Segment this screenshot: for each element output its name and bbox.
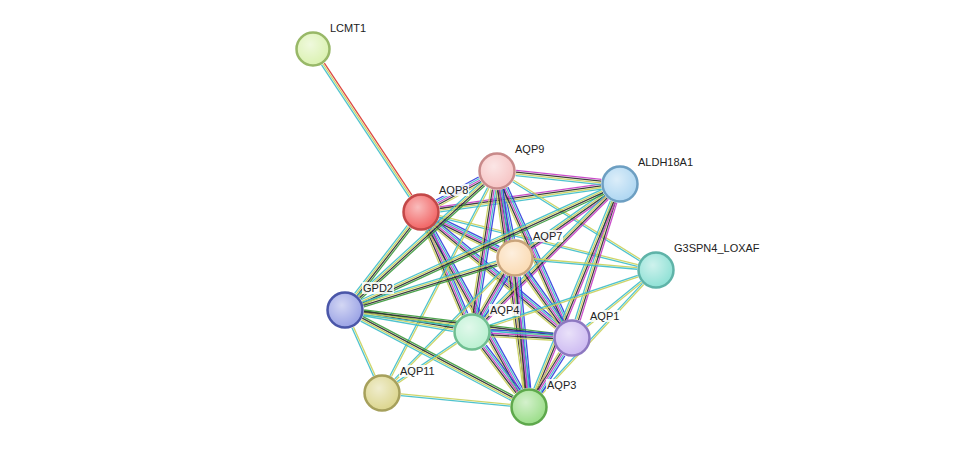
node-circle xyxy=(510,388,548,426)
edge-strand xyxy=(534,260,637,269)
edge-strand xyxy=(485,346,519,391)
node-circle xyxy=(496,239,534,277)
interaction-edge xyxy=(575,201,617,320)
node-label: AQP11 xyxy=(399,365,436,377)
edge-strand xyxy=(363,193,603,303)
edge-strand xyxy=(527,272,562,321)
node-label: ALDH18A1 xyxy=(637,156,694,168)
protein-node: LCMT1 xyxy=(295,31,331,67)
edge-strand xyxy=(578,202,615,320)
edge-strand xyxy=(397,342,456,382)
edge-strand xyxy=(324,63,412,195)
protein-node: ALDH18A1 xyxy=(601,165,639,203)
edge-strand xyxy=(322,65,410,197)
node-circle xyxy=(637,251,675,289)
interaction-edge xyxy=(357,182,484,299)
interaction-edge xyxy=(541,283,643,393)
interaction-edge xyxy=(516,170,602,184)
edge-strand xyxy=(401,394,510,404)
edge-strand xyxy=(516,174,601,183)
edge-strand xyxy=(361,186,485,299)
interaction-edge xyxy=(352,327,375,376)
edge-strand xyxy=(529,272,564,321)
protein-node: AQP8 xyxy=(402,193,440,231)
edge-strand xyxy=(360,184,484,297)
node-label: AQP3 xyxy=(546,379,577,391)
interaction-edge xyxy=(397,342,456,383)
interaction-edge xyxy=(322,63,412,197)
node-circle xyxy=(478,152,516,190)
edge-strand xyxy=(362,191,602,301)
edge-strand xyxy=(361,190,601,300)
edge-strand xyxy=(501,190,528,388)
protein-node: AQP11 xyxy=(363,374,401,412)
edge-strand xyxy=(486,345,520,390)
node-label: AQP1 xyxy=(589,310,620,322)
edge-strand xyxy=(354,327,376,375)
node-label: G3SPN4_LOXAF xyxy=(673,242,761,254)
edge-strand xyxy=(482,348,516,393)
edge-strand xyxy=(587,283,641,327)
protein-node: AQP9 xyxy=(478,152,516,190)
node-label: AQP9 xyxy=(514,143,545,155)
node-label: AQP8 xyxy=(438,184,469,196)
node-label: LCMT1 xyxy=(329,22,367,34)
edge-strand xyxy=(543,285,644,394)
edge-strand xyxy=(491,337,553,341)
node-circle xyxy=(453,313,491,351)
edge-strand xyxy=(586,281,640,325)
protein-node: AQP3 xyxy=(510,388,548,426)
protein-node: AQP7 xyxy=(496,239,534,277)
protein-node: GPD2 xyxy=(326,291,364,329)
edge-strand xyxy=(481,349,515,394)
node-circle xyxy=(363,374,401,412)
protein-node: AQP4 xyxy=(453,313,491,351)
edge-strand xyxy=(525,274,560,323)
edge-strand xyxy=(503,189,530,387)
interaction-edge xyxy=(586,281,642,326)
node-circle xyxy=(553,319,591,357)
node-circle xyxy=(295,31,331,67)
node-label: AQP7 xyxy=(532,230,563,242)
edge-strand xyxy=(534,259,637,268)
protein-node: AQP1 xyxy=(553,319,591,357)
interaction-edge xyxy=(401,394,510,406)
edge-strand xyxy=(523,275,558,324)
interaction-edge xyxy=(362,261,497,307)
edge-strand xyxy=(490,275,638,325)
interaction-edge xyxy=(361,190,604,305)
node-label: GPD2 xyxy=(362,282,394,294)
edge-strand xyxy=(358,183,482,296)
interaction-edge xyxy=(523,272,563,325)
edge-strand xyxy=(352,328,374,376)
node-circle xyxy=(326,291,364,329)
node-circle xyxy=(601,165,639,203)
node-label: AQP4 xyxy=(489,304,520,316)
edge-strand xyxy=(541,283,642,392)
node-circle xyxy=(402,193,440,231)
interaction-edge xyxy=(534,259,637,269)
edge-strand xyxy=(323,64,411,196)
edge-strand xyxy=(398,343,457,383)
protein-node: G3SPN4_LOXAF xyxy=(637,251,675,289)
interaction-edge xyxy=(491,330,553,341)
edge-strand xyxy=(483,347,517,392)
edge-strand xyxy=(401,396,510,406)
interaction-edge xyxy=(481,345,520,394)
edge-strand xyxy=(516,176,601,185)
edge-strand xyxy=(526,273,561,322)
